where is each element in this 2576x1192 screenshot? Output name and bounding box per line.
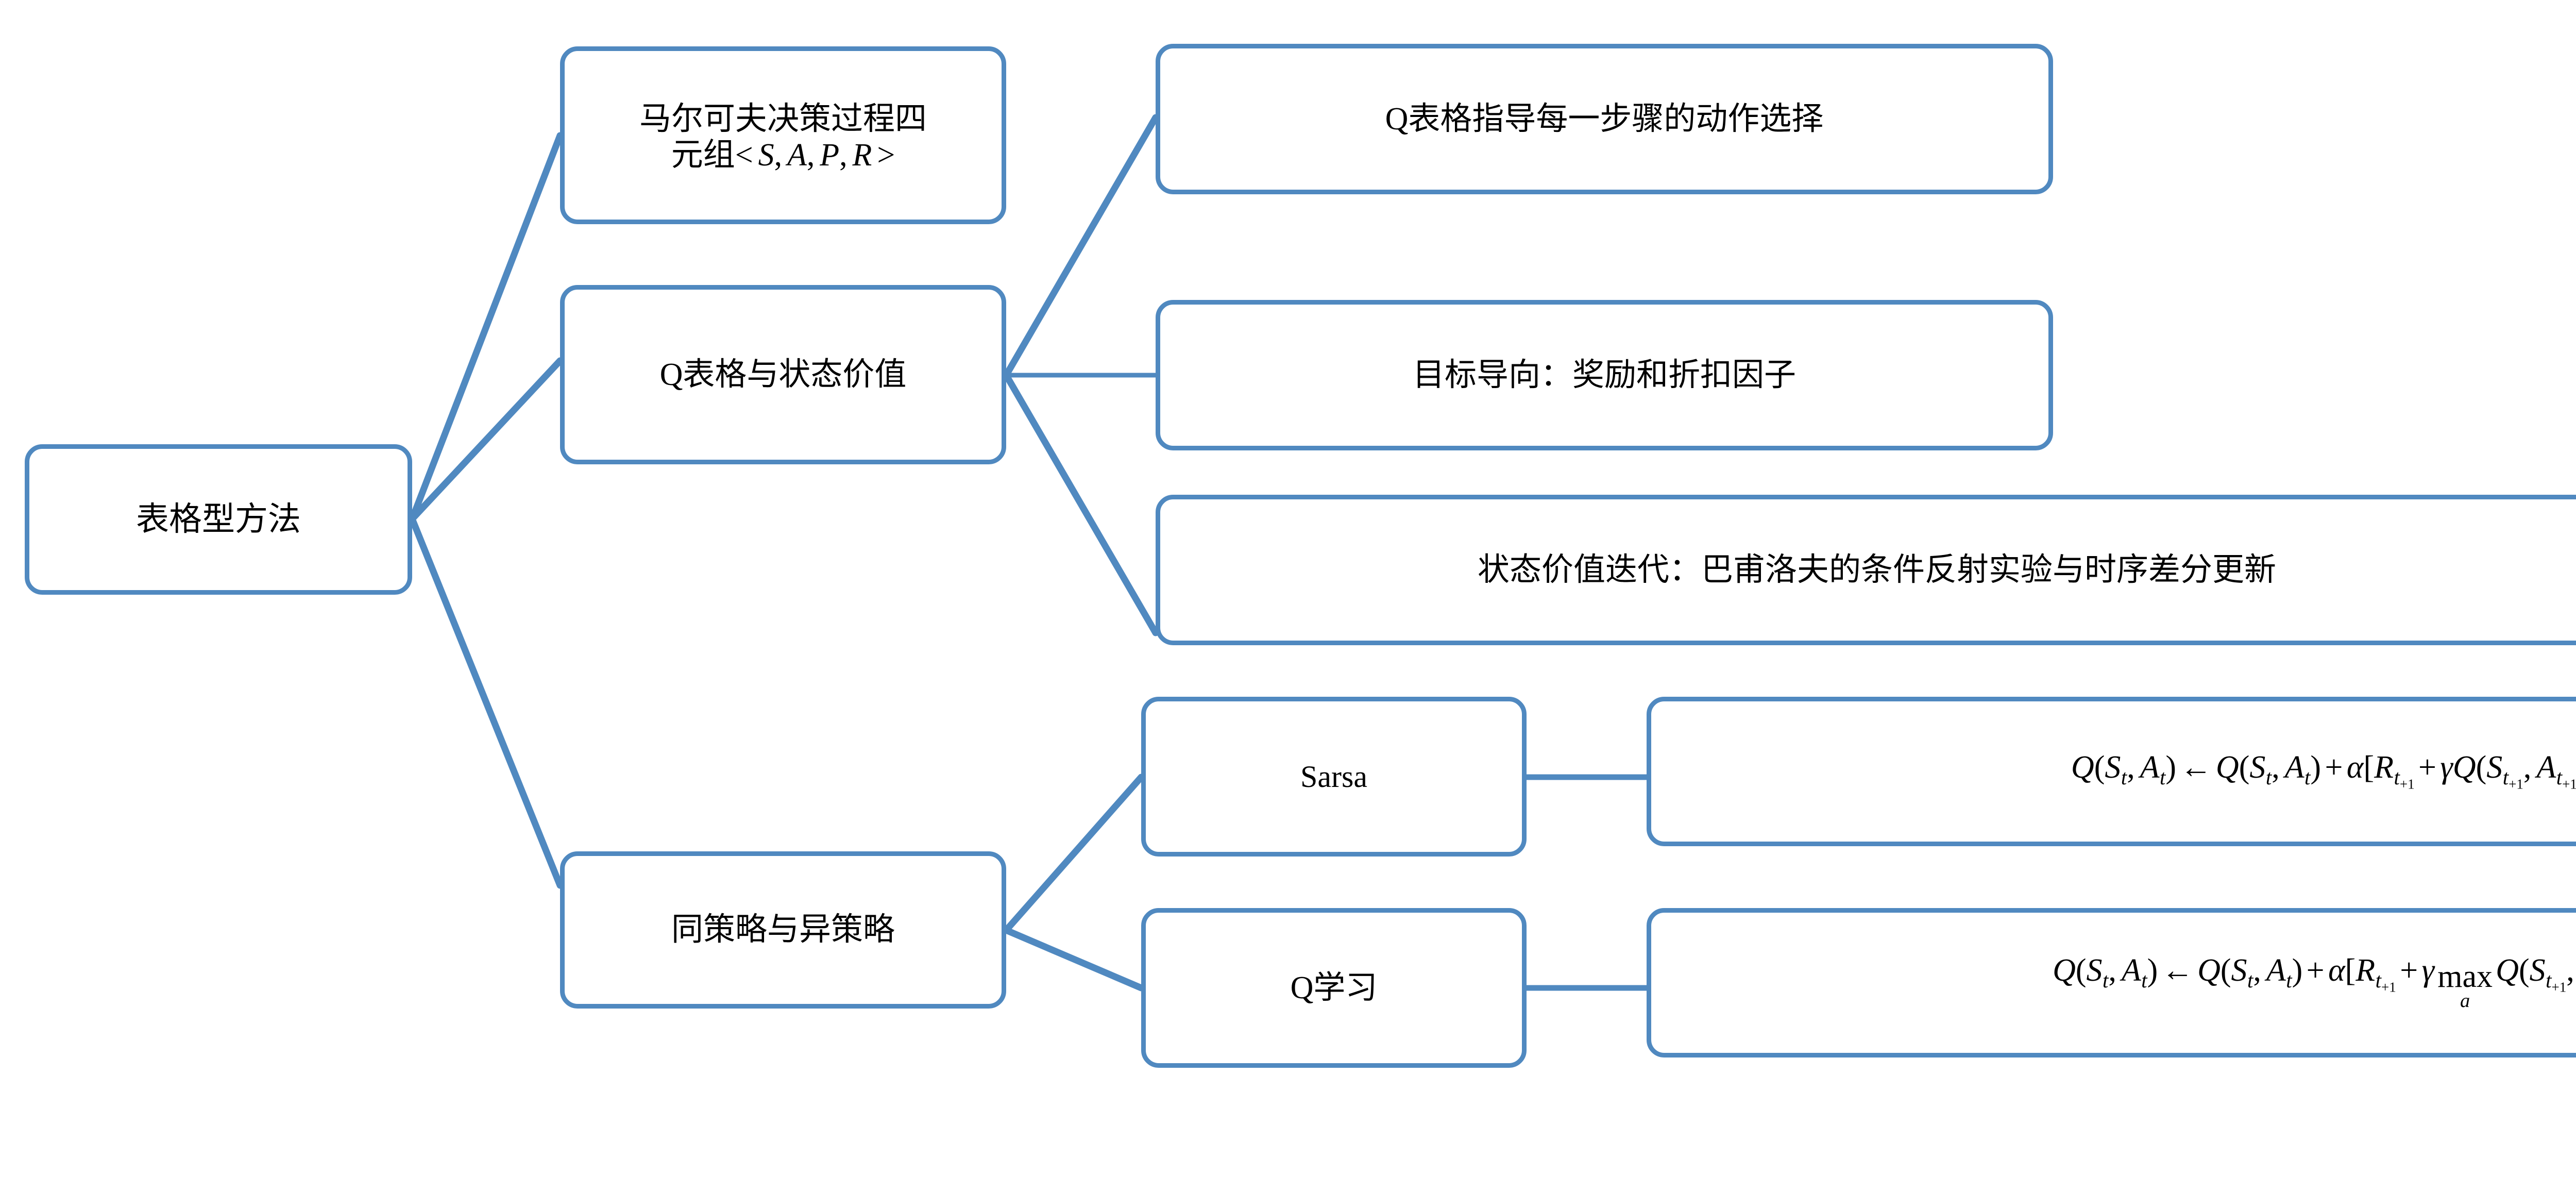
node-sarsa[interactable]: Sarsa bbox=[1141, 697, 1527, 857]
node-q-table-label: Q表格与状态价值 bbox=[659, 357, 907, 392]
node-goal-oriented[interactable]: 目标导向：奖励和折扣因子 bbox=[1156, 300, 2053, 450]
node-on-off-policy[interactable]: 同策略与异策略 bbox=[560, 851, 1006, 1009]
link-root-to-qtable bbox=[409, 357, 564, 523]
node-sarsa-label: Sarsa bbox=[1300, 759, 1367, 794]
node-mdp-line2: 元组<S,A,P,R> bbox=[671, 137, 895, 173]
link-root-to-onoffpolicy bbox=[409, 515, 564, 889]
node-q-table[interactable]: Q表格与状态价值 bbox=[560, 285, 1006, 464]
node-goal-oriented-label: 目标导向：奖励和折扣因子 bbox=[1412, 357, 1796, 393]
link-qtable-to-valueiter bbox=[1003, 372, 1159, 636]
node-root-label: 表格型方法 bbox=[136, 501, 301, 538]
node-q-guide[interactable]: Q表格指导每一步骤的动作选择 bbox=[1156, 44, 2053, 194]
node-value-iteration-label: 状态价值迭代：巴甫洛夫的条件反射实验与时序差分更新 bbox=[1477, 552, 2276, 587]
node-sarsa-formula[interactable]: Q(St,At)←Q(St,At)+α[Rt+1+γQ(St+1,At+1)−Q… bbox=[1647, 697, 2576, 846]
q-learning-formula-expression: Q(St,At)←Q(St,At)+α[Rt+1+γmaxaQ(St+1,a)−… bbox=[2053, 953, 2574, 1012]
node-q-learning-label: Q学习 bbox=[1290, 970, 1378, 1005]
node-value-iteration[interactable]: 状态价值迭代：巴甫洛夫的条件反射实验与时序差分更新 bbox=[1156, 495, 2576, 645]
node-mdp[interactable]: 马尔可夫决策过程四 元组<S,A,P,R> bbox=[560, 46, 1006, 224]
node-on-off-policy-label: 同策略与异策略 bbox=[671, 912, 895, 948]
link-qtable-to-qguide bbox=[1003, 114, 1159, 379]
link-root-to-mdp bbox=[409, 132, 564, 523]
link-onoffpolicy-to-sarsa bbox=[1003, 774, 1145, 934]
node-q-learning[interactable]: Q学习 bbox=[1141, 908, 1527, 1068]
node-q-learning-formula[interactable]: Q(St,At)←Q(St,At)+α[Rt+1+γmaxaQ(St+1,a)−… bbox=[1647, 908, 2576, 1057]
link-onoffpolicy-to-qlearning bbox=[1003, 927, 1145, 992]
node-mdp-line1: 马尔可夫决策过程四 bbox=[639, 102, 927, 137]
node-mdp-label: 马尔可夫决策过程四 元组<S,A,P,R> bbox=[632, 99, 934, 171]
node-q-guide-label: Q表格指导每一步骤的动作选择 bbox=[1385, 101, 1824, 137]
sarsa-formula-expression: Q(St,At)←Q(St,At)+α[Rt+1+γQ(St+1,At+1)−Q… bbox=[2071, 750, 2576, 792]
node-root[interactable]: 表格型方法 bbox=[25, 444, 412, 595]
